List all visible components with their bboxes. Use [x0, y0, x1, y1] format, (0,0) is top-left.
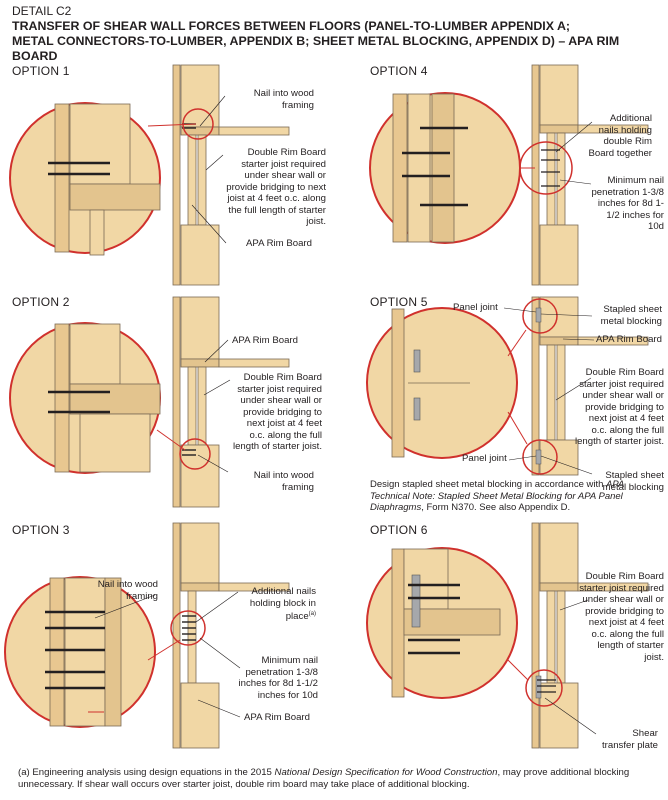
option-1-nail-label: Nail into wood framing [253, 88, 314, 111]
option-2-drawing [9, 296, 290, 508]
option-4-min-label: Minimum nail penetration 1-3/8 inches fo… [591, 175, 664, 232]
option-5-stapled-top: Stapled sheet metal blocking [600, 304, 662, 327]
option-2-double-label: Double Rim Board starter joist required … [232, 372, 322, 452]
option-1-double-label: Double Rim Board starter joist required … [226, 147, 326, 227]
option-3-additional-label: Additional nails holding block in place(… [236, 586, 316, 623]
option-6-double-label: Double Rim Board starter joist required … [579, 571, 664, 663]
stapled-blocking-note: Design stapled sheet metal blocking in a… [370, 479, 656, 514]
option-5-stapled-bottom: Stapled sheet metal blocking [602, 470, 664, 493]
option-2-rim-label: APA Rim Board [232, 335, 298, 346]
option-2-nail-label: Nail into wood framing [253, 470, 314, 493]
note-italic-reference: APA Technical Note: Stapled Sheet Metal … [370, 479, 625, 513]
option-3-title: OPTION 3 [12, 523, 70, 537]
option-5-rim-label: APA Rim Board [596, 334, 662, 345]
upper-stud [180, 64, 220, 128]
footnote-text: (a) Engineering analysis using design eq… [18, 767, 275, 778]
option-2-title: OPTION 2 [12, 295, 70, 309]
option-4-additional-label: Additional nails holding double Rim Boar… [588, 113, 652, 159]
option-1-drawing [9, 64, 290, 286]
detail-label: DETAIL C2 [12, 4, 72, 18]
option-5-panel-joint-top: Panel joint [453, 302, 498, 313]
rim-board [187, 134, 197, 226]
footnote: (a) Engineering analysis using design eq… [18, 767, 658, 790]
note-text-end: , Form N370. See also Appendix D. [421, 502, 571, 513]
option-5-title: OPTION 5 [370, 295, 428, 309]
subfloor [218, 126, 290, 136]
option-6-plate-label: Shear transfer plate [602, 728, 658, 751]
footnote-mark: (a) [308, 611, 316, 617]
option-1-title: OPTION 1 [12, 64, 70, 78]
option-5-double-label: Double Rim Board starter joist required … [574, 367, 664, 447]
option-5-drawing [366, 296, 649, 476]
option-4-title: OPTION 4 [370, 64, 428, 78]
option-4-drawing [369, 64, 649, 286]
option-6-drawing [366, 522, 649, 749]
lower-stud [180, 224, 220, 286]
starter-joist [197, 134, 207, 226]
note-text: Design stapled sheet metal blocking in a… [370, 479, 607, 490]
option-3-nail-label: Nail into wood framing [97, 579, 158, 602]
option-1-rim-label: APA Rim Board [246, 238, 312, 249]
option-3-rim-label: APA Rim Board [244, 712, 310, 723]
option-3-min-label: Minimum nail penetration 1-3/8 inches fo… [238, 655, 318, 701]
title-line-2: METAL CONNECTORS-TO-LUMBER, APPENDIX B; … [12, 34, 620, 63]
footnote-italic-reference: National Design Specification for Wood C… [274, 767, 498, 778]
sheathing-panel [172, 64, 181, 286]
title-line-1: TRANSFER OF SHEAR WALL FORCES BETWEEN FL… [12, 19, 571, 33]
footnote-text-end: , may prove additional blocking unnecess… [18, 767, 630, 790]
option-3-drawing [4, 522, 290, 749]
page-title: TRANSFER OF SHEAR WALL FORCES BETWEEN FL… [12, 19, 652, 64]
option-5-panel-joint-bottom: Panel joint [462, 453, 507, 464]
option-3-additional-text: Additional nails holding block in place [249, 586, 316, 623]
option-6-title: OPTION 6 [370, 523, 428, 537]
